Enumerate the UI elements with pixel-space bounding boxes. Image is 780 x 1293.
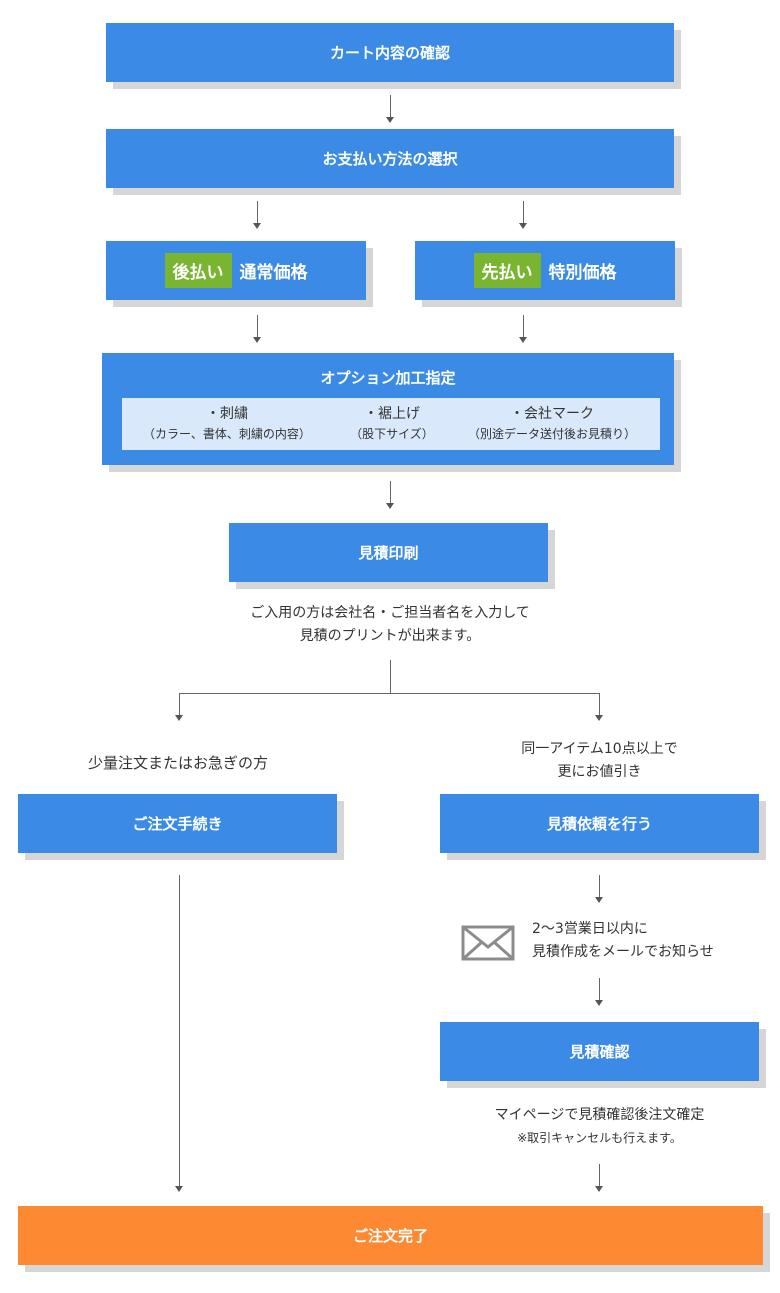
payment-select-label: お支払い方法の選択 xyxy=(322,150,458,168)
cart-confirm-label: カート内容の確認 xyxy=(329,44,450,62)
option-list: ・刺繍 （カラー、書体、刺繍の内容） ・裾上げ （股下サイズ） ・会社マーク （… xyxy=(122,398,660,450)
option-name: ・会社マーク xyxy=(510,406,594,422)
confirm-note: マイページで見積確認後注文確定 ※取引キャンセルも行えます。 xyxy=(440,1104,759,1150)
estimate-print-box: 見積印刷 xyxy=(229,523,548,582)
order-procedure-label: ご注文手続き xyxy=(132,815,223,833)
arrow-down-icon xyxy=(595,897,603,903)
estimate-note-line: ご入用の方は会社名・ご担当者名を入力して xyxy=(250,605,530,621)
connector xyxy=(390,660,391,693)
connector xyxy=(599,1164,600,1186)
postpay-label: 通常価格 xyxy=(239,263,308,283)
connector xyxy=(523,201,524,223)
option-detail: （股下サイズ） xyxy=(350,427,434,441)
connector xyxy=(257,315,258,337)
connector xyxy=(599,978,600,1000)
option-item: ・会社マーク （別途データ送付後お見積り） xyxy=(452,404,652,444)
option-panel: オプション加工指定 ・刺繍 （カラー、書体、刺繍の内容） ・裾上げ （股下サイズ… xyxy=(102,353,674,465)
arrow-down-icon xyxy=(175,1186,183,1192)
order-complete-label: ご注文完了 xyxy=(352,1227,428,1245)
estimate-confirm-label: 見積確認 xyxy=(569,1043,630,1061)
option-item: ・刺繍 （カラー、書体、刺繍の内容） xyxy=(122,404,332,444)
right-condition-line: 更にお値引き xyxy=(557,764,642,780)
right-condition-line: 同一アイテム10点以上で xyxy=(521,741,678,757)
estimate-print-label: 見積印刷 xyxy=(358,544,419,562)
confirm-note-line: ※取引キャンセルも行えます。 xyxy=(517,1131,682,1145)
connector xyxy=(390,481,391,503)
arrow-down-icon xyxy=(253,223,261,229)
connector xyxy=(599,693,600,715)
payment-select-box: お支払い方法の選択 xyxy=(106,129,674,188)
order-procedure-box: ご注文手続き xyxy=(18,794,337,853)
left-condition: 少量注文またはお急ぎの方 xyxy=(87,754,268,772)
arrow-down-icon xyxy=(519,223,527,229)
right-condition: 同一アイテム10点以上で 更にお値引き xyxy=(440,738,759,784)
mail-icon xyxy=(461,925,515,961)
mail-note-line: 2～3営業日以内に xyxy=(532,921,648,937)
request-estimate-label: 見積依頼を行う xyxy=(546,815,652,833)
prepay-tag: 先払い xyxy=(473,253,541,288)
option-title: オプション加工指定 xyxy=(320,369,456,387)
estimate-confirm-box: 見積確認 xyxy=(440,1022,759,1081)
option-item: ・裾上げ （股下サイズ） xyxy=(322,404,462,444)
option-name: ・裾上げ xyxy=(364,406,420,422)
confirm-note-line: マイページで見積確認後注文確定 xyxy=(494,1107,705,1123)
request-estimate-box: 見積依頼を行う xyxy=(440,794,759,853)
mail-note: 2～3営業日以内に 見積作成をメールでお知らせ xyxy=(532,918,762,964)
arrow-down-icon xyxy=(595,1000,603,1006)
option-detail: （カラー、書体、刺繍の内容） xyxy=(143,427,311,441)
option-name: ・刺繍 xyxy=(206,406,248,422)
mail-note-line: 見積作成をメールでお知らせ xyxy=(532,944,714,960)
connector xyxy=(179,875,180,1186)
prepay-label: 特別価格 xyxy=(548,263,617,283)
connector xyxy=(599,875,600,897)
arrow-down-icon xyxy=(595,1186,603,1192)
connector xyxy=(523,315,524,337)
estimate-note-line: 見積のプリントが出来ます。 xyxy=(299,628,481,644)
arrow-down-icon xyxy=(253,337,261,343)
cart-confirm-box: カート内容の確認 xyxy=(106,23,674,82)
prepay-box: 先払い 特別価格 xyxy=(415,241,675,300)
connector xyxy=(257,201,258,223)
estimate-note: ご入用の方は会社名・ご担当者名を入力して 見積のプリントが出来ます。 xyxy=(180,602,600,648)
order-complete-box: ご注文完了 xyxy=(18,1206,763,1265)
arrow-down-icon xyxy=(175,715,183,721)
arrow-down-icon xyxy=(386,117,394,123)
arrow-down-icon xyxy=(595,715,603,721)
connector xyxy=(179,693,600,694)
postpay-tag: 後払い xyxy=(164,253,232,288)
arrow-down-icon xyxy=(519,337,527,343)
postpay-box: 後払い 通常価格 xyxy=(106,241,366,300)
option-detail: （別途データ送付後お見積り） xyxy=(467,427,636,441)
connector xyxy=(390,95,391,117)
connector xyxy=(179,693,180,715)
arrow-down-icon xyxy=(386,503,394,509)
